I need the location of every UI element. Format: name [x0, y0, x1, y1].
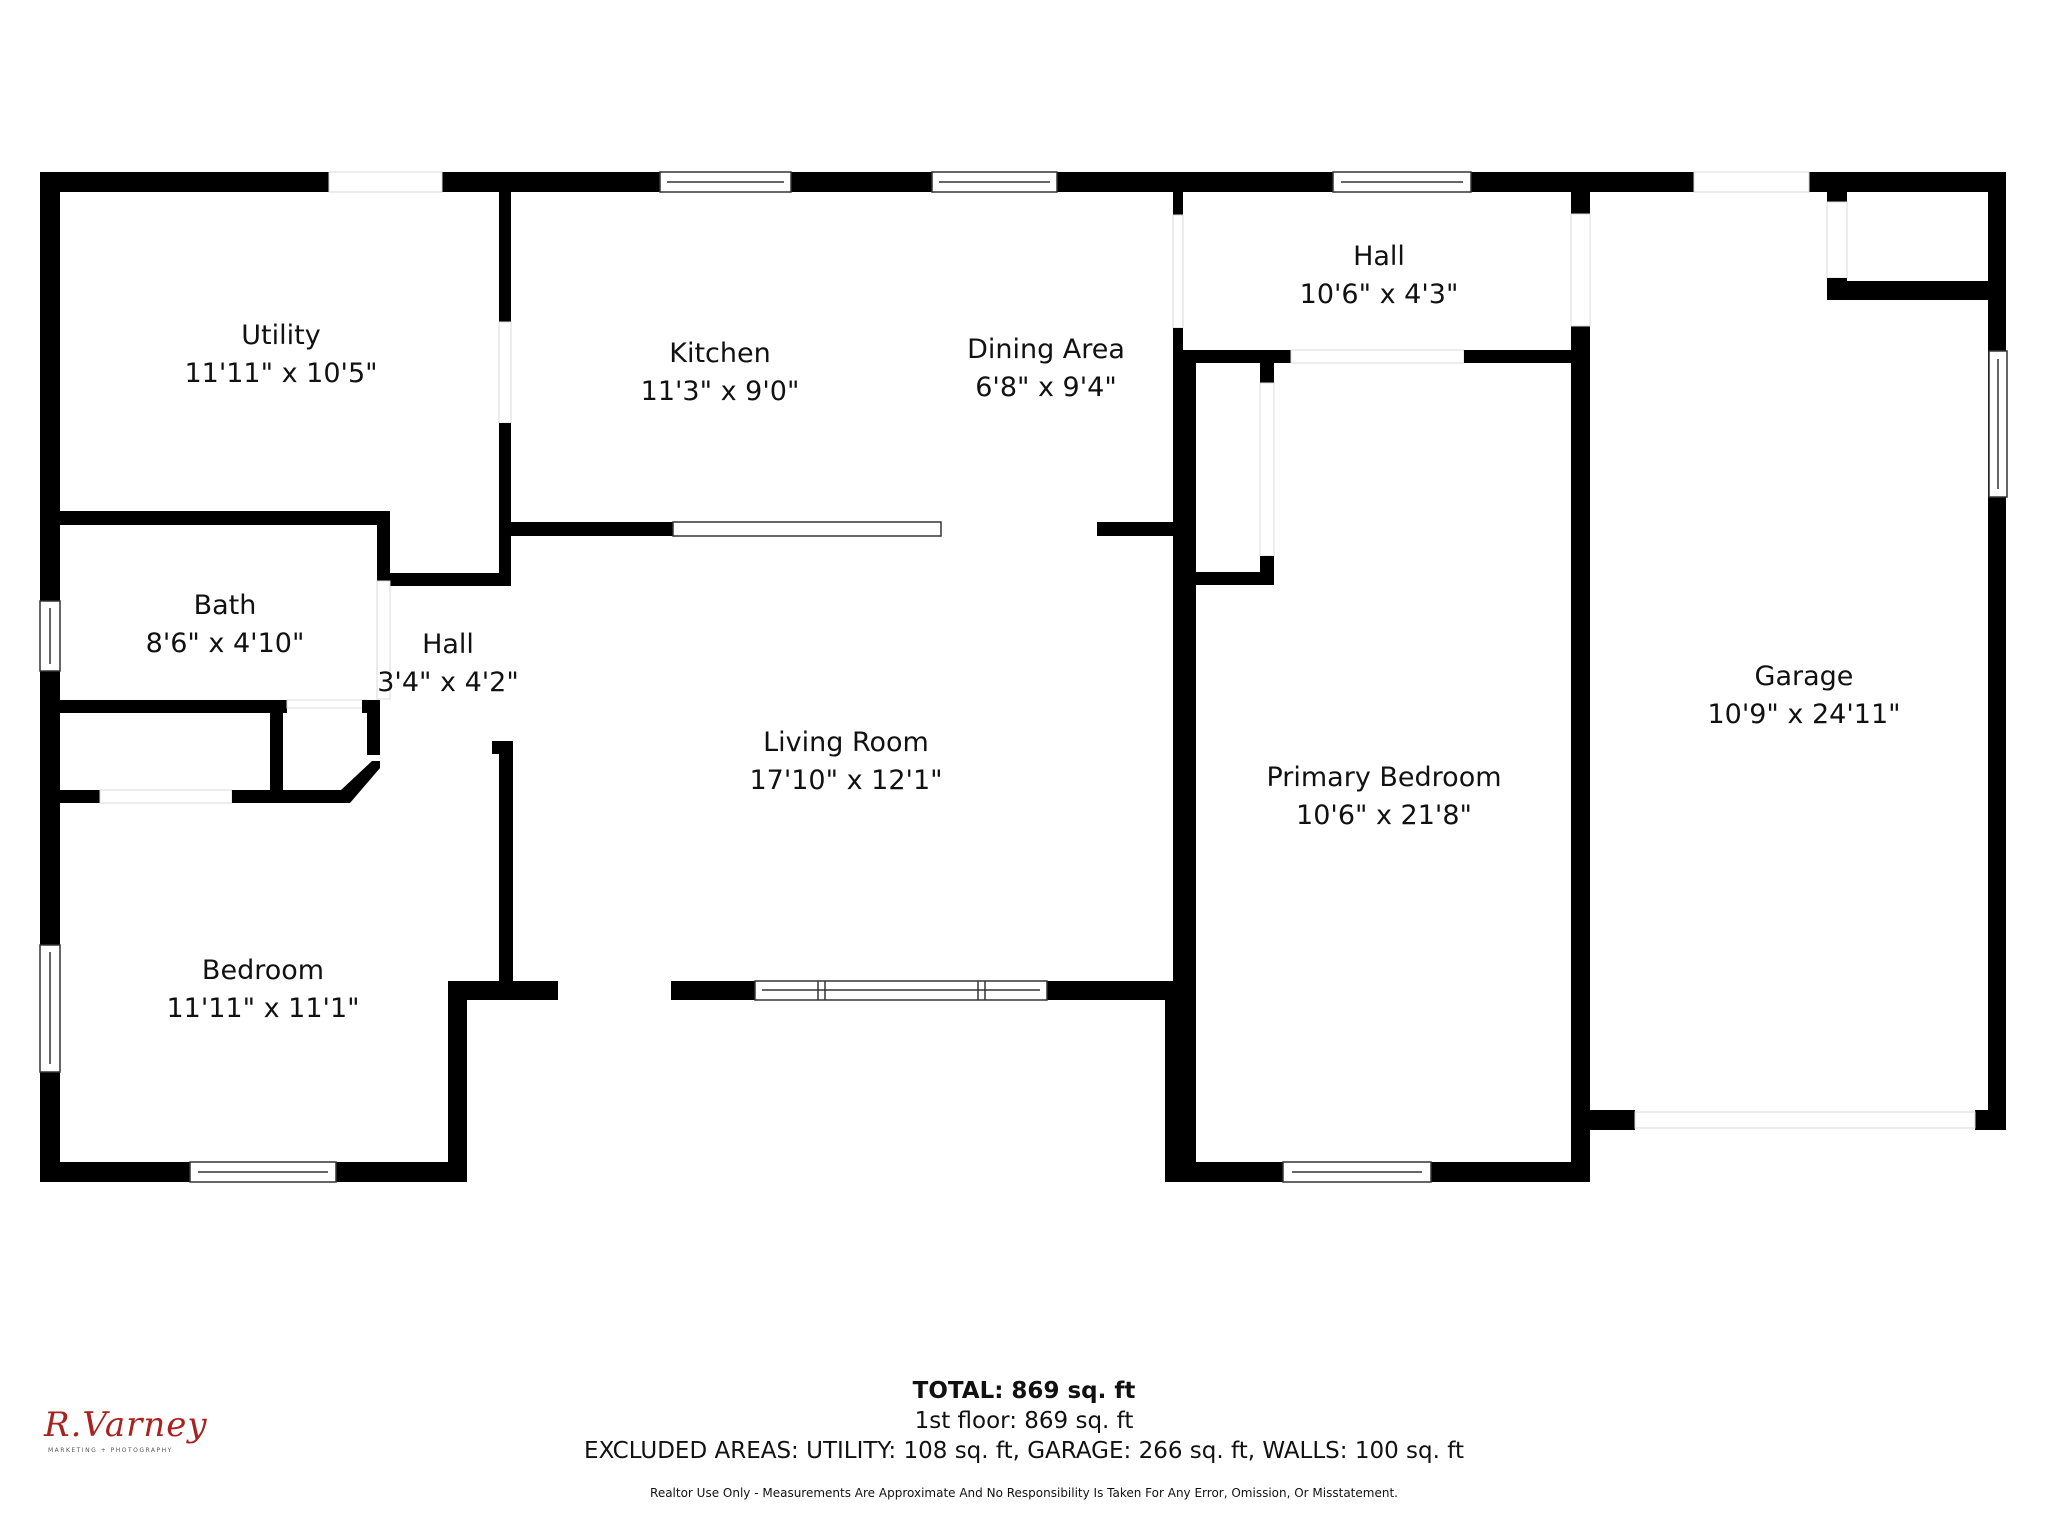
room-primary-bedroom: Primary Bedroom 10'6" x 21'8"	[1266, 759, 1501, 835]
room-name: Utility	[241, 320, 321, 351]
room-name: Bedroom	[201, 955, 325, 986]
interior-walls-right	[1183, 192, 1591, 1183]
room-bedroom: Bedroom 11'11" x 11'1"	[166, 952, 359, 1028]
room-name: Living Room	[763, 727, 929, 758]
garage-walls	[1634, 192, 2008, 1129]
room-dimensions: 11'3" x 9'0"	[640, 376, 800, 407]
room-dimensions: 10'6" x 4'3"	[1299, 279, 1459, 310]
room-dining-area: Dining Area 6'8" x 9'4"	[967, 331, 1125, 407]
room-name: Dining Area	[967, 334, 1125, 365]
room-utility: Utility 11'11" x 10'5"	[184, 317, 377, 393]
room-name: Hall	[422, 629, 474, 660]
room-dimensions: 11'11" x 10'5"	[184, 358, 378, 389]
excluded-areas: EXCLUDED AREAS: UTILITY: 108 sq. ft, GAR…	[584, 1438, 1464, 1464]
top-wall-openings	[328, 171, 1810, 193]
room-name: Garage	[1754, 661, 1854, 692]
room-dimensions: 10'9" x 24'11"	[1707, 699, 1901, 730]
disclaimer: Realtor Use Only - Measurements Are Appr…	[650, 1486, 1398, 1500]
room-dimensions: 10'6" x 21'8"	[1296, 800, 1472, 831]
exterior-walls	[40, 172, 2006, 1182]
utility-door-opening	[328, 171, 443, 193]
interior-walls-center	[509, 192, 1184, 1001]
room-hall-lower: Hall 3'4" x 4'2"	[377, 626, 519, 702]
garage-top-opening	[1693, 171, 1810, 193]
room-bath: Bath 8'6" x 4'10"	[146, 587, 305, 663]
room-garage: Garage 10'9" x 24'11"	[1707, 658, 1900, 734]
total-area: TOTAL: 869 sq. ft	[912, 1378, 1136, 1404]
logo-tagline: MARKETING + PHOTOGRAPHY	[48, 1447, 173, 1454]
room-living-room: Living Room 17'10" x 12'1"	[749, 724, 942, 800]
room-hall-upper: Hall 10'6" x 4'3"	[1300, 238, 1459, 314]
room-dimensions: 11'11" x 11'1"	[166, 993, 360, 1024]
interior-walls-left	[39, 192, 513, 1183]
floor-area: 1st floor: 869 sq. ft	[914, 1408, 1134, 1434]
room-kitchen: Kitchen 11'3" x 9'0"	[641, 335, 800, 411]
room-dimensions: 6'8" x 9'4"	[975, 372, 1117, 403]
brand-logo: R.Varney MARKETING + PHOTOGRAPHY	[44, 1405, 207, 1465]
room-dimensions: 17'10" x 12'1"	[749, 765, 943, 796]
room-name: Bath	[193, 590, 257, 621]
logo-wordmark: R.Varney	[44, 1405, 208, 1445]
room-dimensions: 3'4" x 4'2"	[377, 667, 519, 698]
room-dimensions: 8'6" x 4'10"	[145, 628, 305, 659]
room-name: Hall	[1353, 241, 1405, 272]
room-name: Kitchen	[669, 338, 771, 369]
room-name: Primary Bedroom	[1266, 762, 1502, 793]
